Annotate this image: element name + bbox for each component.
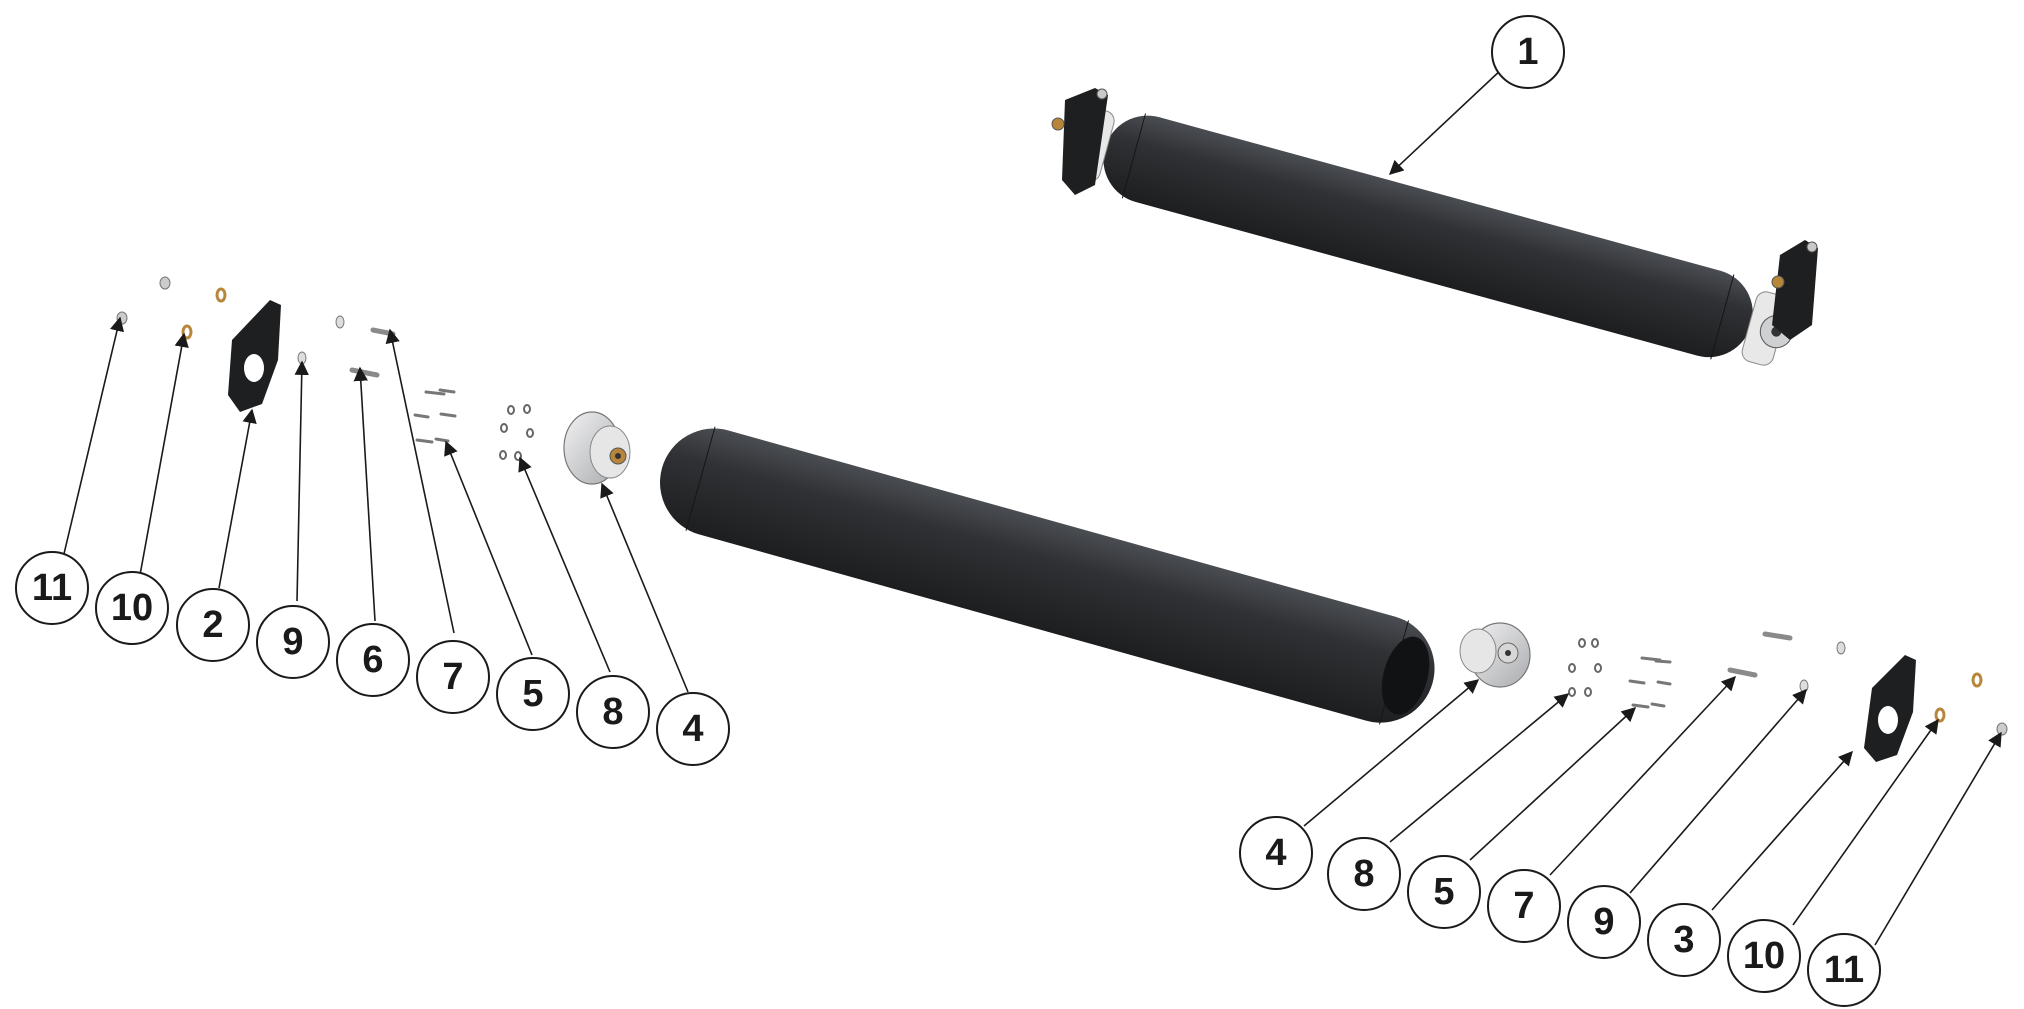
callout-right-11: 11 [1807, 933, 1881, 1007]
callout-right-8: 8 [1327, 837, 1401, 911]
svg-text:2: 2 [202, 604, 223, 646]
roller-tube [660, 426, 1435, 725]
callout-left-6: 6 [336, 623, 410, 697]
washers-left [499, 404, 534, 461]
nut-left-a [159, 276, 171, 290]
callout-right-7: 7 [1487, 869, 1561, 943]
svg-text:8: 8 [1353, 853, 1374, 895]
callout-left-5: 5 [496, 657, 570, 731]
callout-left-7: 7 [416, 640, 490, 714]
callout-left-4: 4 [656, 692, 730, 766]
callout-right-3: 3 [1647, 903, 1721, 977]
svg-text:4: 4 [1265, 832, 1286, 874]
svg-text:8: 8 [602, 691, 623, 733]
svg-text:6: 6 [362, 639, 383, 681]
callouts: 1 11 10 2 9 6 7 5 8 4 4 8 5 7 9 3 10 11 [15, 15, 1881, 1007]
assembled-roller [1051, 88, 1818, 366]
brass-washer-right-a [1971, 672, 1983, 688]
washer-9-right-b [1799, 679, 1809, 693]
svg-text:10: 10 [111, 587, 153, 629]
screws-right [1628, 656, 1672, 709]
hub-right [1459, 622, 1531, 688]
callout-right-5: 5 [1407, 855, 1481, 929]
callout-right-10: 10 [1727, 919, 1801, 993]
svg-text:9: 9 [282, 621, 303, 663]
svg-text:1: 1 [1517, 31, 1538, 73]
left-parts [116, 276, 631, 485]
svg-text:7: 7 [442, 656, 463, 698]
right-parts [1459, 622, 2008, 762]
callout-right-9: 9 [1567, 885, 1641, 959]
nut-right [1996, 722, 2008, 736]
svg-text:4: 4 [682, 708, 703, 750]
svg-text:9: 9 [1593, 901, 1614, 943]
washer-9-left-a [335, 315, 345, 329]
callout-left-11: 11 [15, 551, 89, 625]
screws-left [413, 388, 457, 444]
svg-text:10: 10 [1743, 935, 1785, 977]
svg-text:11: 11 [1824, 949, 1864, 991]
hub-left [563, 411, 631, 485]
callout-left-8: 8 [576, 675, 650, 749]
bolts-right [1727, 631, 1793, 678]
svg-text:5: 5 [1433, 871, 1454, 913]
callout-right-4: 4 [1239, 816, 1313, 890]
svg-text:3: 3 [1673, 919, 1694, 961]
svg-text:11: 11 [32, 567, 72, 609]
brass-washer-left-a [215, 287, 227, 303]
callout-left-10: 10 [95, 571, 169, 645]
bolts-left [349, 327, 396, 378]
svg-text:7: 7 [1513, 885, 1534, 927]
callout-left-2: 2 [176, 588, 250, 662]
brass-washer-right-b [1934, 707, 1946, 723]
washer-9-right-a [1836, 641, 1846, 655]
callout-left-9: 9 [256, 605, 330, 679]
leader-lines [62, 67, 2002, 946]
callout-1: 1 [1491, 15, 1565, 89]
svg-text:5: 5 [522, 673, 543, 715]
washers-right [1568, 638, 1602, 697]
